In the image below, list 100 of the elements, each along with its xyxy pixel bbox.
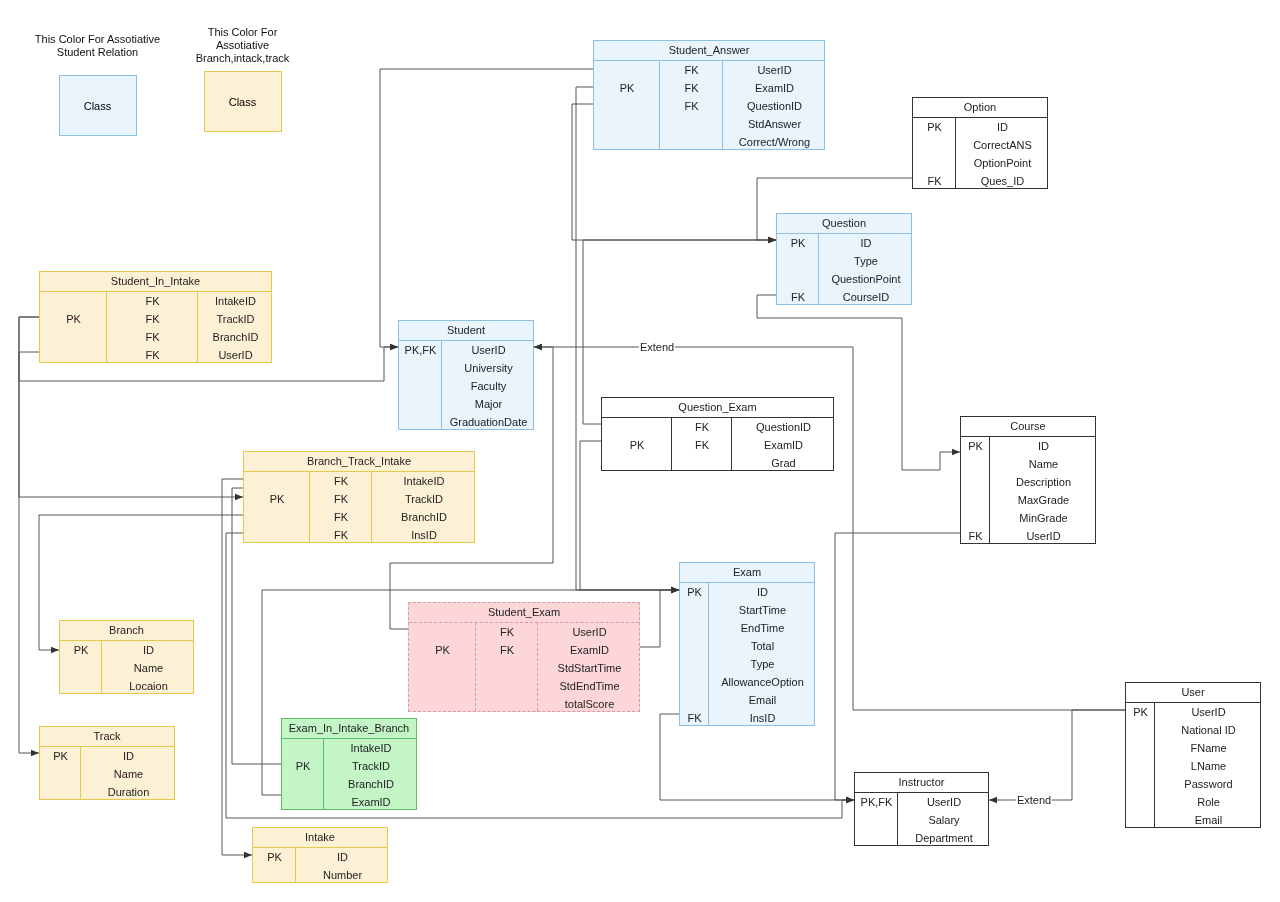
column-name: StdStartTime xyxy=(556,661,623,676)
key-marker: PK xyxy=(967,439,984,454)
key-marker: FK xyxy=(498,625,516,640)
column-name: BranchID xyxy=(347,777,395,792)
relationship-line xyxy=(379,68,594,351)
column-name: UserID xyxy=(571,625,608,640)
column-name: MaxGrade xyxy=(1016,493,1071,508)
class-sample-box: Class xyxy=(58,75,137,136)
column-name: Type xyxy=(749,657,776,672)
key-marker: PK,FK xyxy=(403,343,438,358)
table-title: Student_Exam xyxy=(486,605,562,620)
entity-table xyxy=(854,772,989,846)
column-name: FName xyxy=(1189,741,1228,756)
column-name: Locaion xyxy=(128,679,169,694)
key-marker: FK xyxy=(693,420,711,435)
column-name: ID xyxy=(1037,439,1050,454)
relationship-line xyxy=(639,586,680,648)
column-name: Email xyxy=(1193,813,1224,828)
column-name: ExamID xyxy=(762,438,805,453)
entity-table xyxy=(408,602,640,712)
column-name: LName xyxy=(1189,759,1228,774)
key-marker: FK xyxy=(926,174,943,189)
column-name: UserID xyxy=(756,63,793,78)
column-name: MinGrade xyxy=(1018,511,1069,526)
entity-table xyxy=(281,718,417,810)
entity-table xyxy=(243,451,475,543)
key-marker: PK xyxy=(268,492,286,507)
column-name: TrackID xyxy=(350,759,392,774)
relationship-line xyxy=(18,343,399,382)
entity-table xyxy=(960,416,1096,544)
column-name: Correct/Wrong xyxy=(737,135,812,150)
entity-table xyxy=(59,620,194,694)
key-marker: FK xyxy=(683,99,700,114)
column-name: TrackID xyxy=(215,312,256,327)
entity-table xyxy=(252,827,388,883)
column-name: StdAnswer xyxy=(746,117,803,132)
table-title: Question xyxy=(821,216,867,231)
table-title: Branch xyxy=(108,623,145,638)
relationship-line xyxy=(221,478,253,859)
column-name: ID xyxy=(859,236,873,251)
column-name: Grad xyxy=(770,456,797,471)
key-marker: PK xyxy=(618,81,636,96)
column-name: UserID xyxy=(1025,529,1062,544)
column-name: UserID xyxy=(217,348,254,363)
column-name: Ques_ID xyxy=(979,174,1026,189)
key-marker: PK xyxy=(686,585,703,600)
key-marker: FK xyxy=(683,81,700,96)
column-name: University xyxy=(463,361,514,376)
column-name: UserID xyxy=(925,795,963,810)
column-name: Name xyxy=(112,767,145,782)
column-name: StdEndTime xyxy=(558,679,621,694)
color-note: This Color For Assotiative Branch,intack,track xyxy=(194,26,291,65)
table-title: Exam xyxy=(731,565,763,580)
key-marker: PK,FK xyxy=(859,795,894,810)
color-note: This Color For Assotiative Student Relation xyxy=(33,33,162,59)
column-name: ID xyxy=(336,850,349,865)
column-name: AllowanceOption xyxy=(720,675,805,690)
relationship-line xyxy=(834,532,961,804)
column-name: Password xyxy=(1183,777,1234,792)
column-name: ExamID xyxy=(568,643,611,658)
key-marker: FK xyxy=(683,63,700,78)
key-marker: PK xyxy=(65,312,82,327)
column-name: Name xyxy=(1027,457,1060,472)
table-title: Intake xyxy=(304,830,336,845)
column-name: BranchID xyxy=(211,330,260,345)
table-title: Question_Exam xyxy=(677,400,758,415)
column-name: Major xyxy=(473,397,504,412)
key-marker: PK xyxy=(266,850,283,865)
column-name: Duration xyxy=(106,785,151,800)
key-marker: FK xyxy=(498,643,516,658)
relationship-line xyxy=(756,294,961,471)
column-name: Description xyxy=(1015,475,1072,490)
column-name: Salary xyxy=(927,813,961,828)
key-marker: PK xyxy=(294,759,312,774)
column-name: UserID xyxy=(470,343,507,358)
column-name: InsID xyxy=(410,528,438,543)
table-title: User xyxy=(1180,685,1206,700)
key-marker: PK xyxy=(789,236,807,251)
edge-label: Extend xyxy=(638,341,676,353)
table-title: Course xyxy=(1009,419,1047,434)
column-name: ID xyxy=(996,120,1009,135)
key-marker: FK xyxy=(789,290,807,305)
column-name: Email xyxy=(747,693,778,708)
entity-table xyxy=(1125,682,1261,828)
column-name: Total xyxy=(749,639,776,654)
key-marker: FK xyxy=(144,348,161,363)
table-title: Branch_Track_Intake xyxy=(305,454,413,469)
table-title: Student_Answer xyxy=(667,43,751,58)
entity-table xyxy=(601,397,834,471)
key-marker: PK xyxy=(52,749,69,764)
column-name: CourseID xyxy=(841,290,891,305)
entity-table xyxy=(912,97,1048,189)
column-name: ID xyxy=(756,585,769,600)
column-name: EndTime xyxy=(739,621,786,636)
column-name: Type xyxy=(853,254,879,269)
column-name: Department xyxy=(914,831,974,846)
relationship-line xyxy=(38,514,244,654)
key-marker: PK xyxy=(72,643,90,658)
key-marker: PK xyxy=(926,120,943,135)
edge-label: Extend xyxy=(1015,794,1053,806)
